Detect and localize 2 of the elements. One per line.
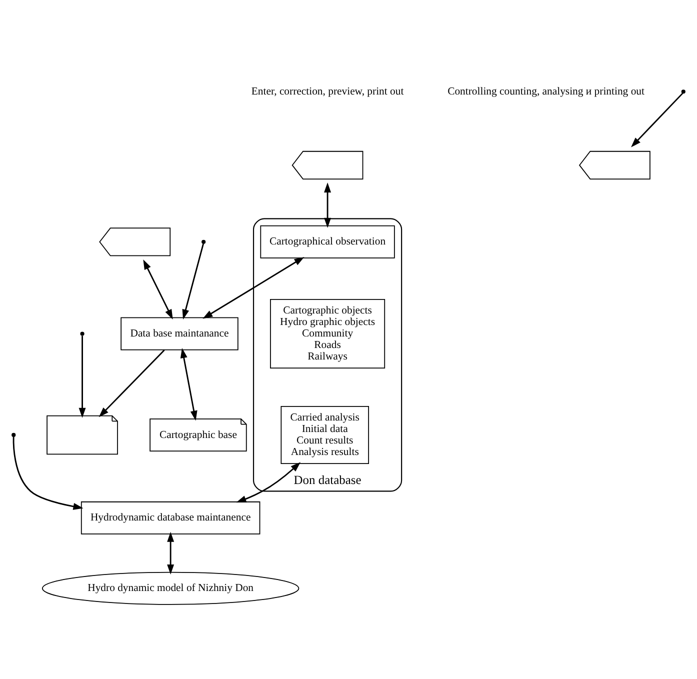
label: Enter, correction, preview, print out [251, 84, 404, 97]
label: Controlling counting, analysing и printing out [448, 84, 644, 97]
